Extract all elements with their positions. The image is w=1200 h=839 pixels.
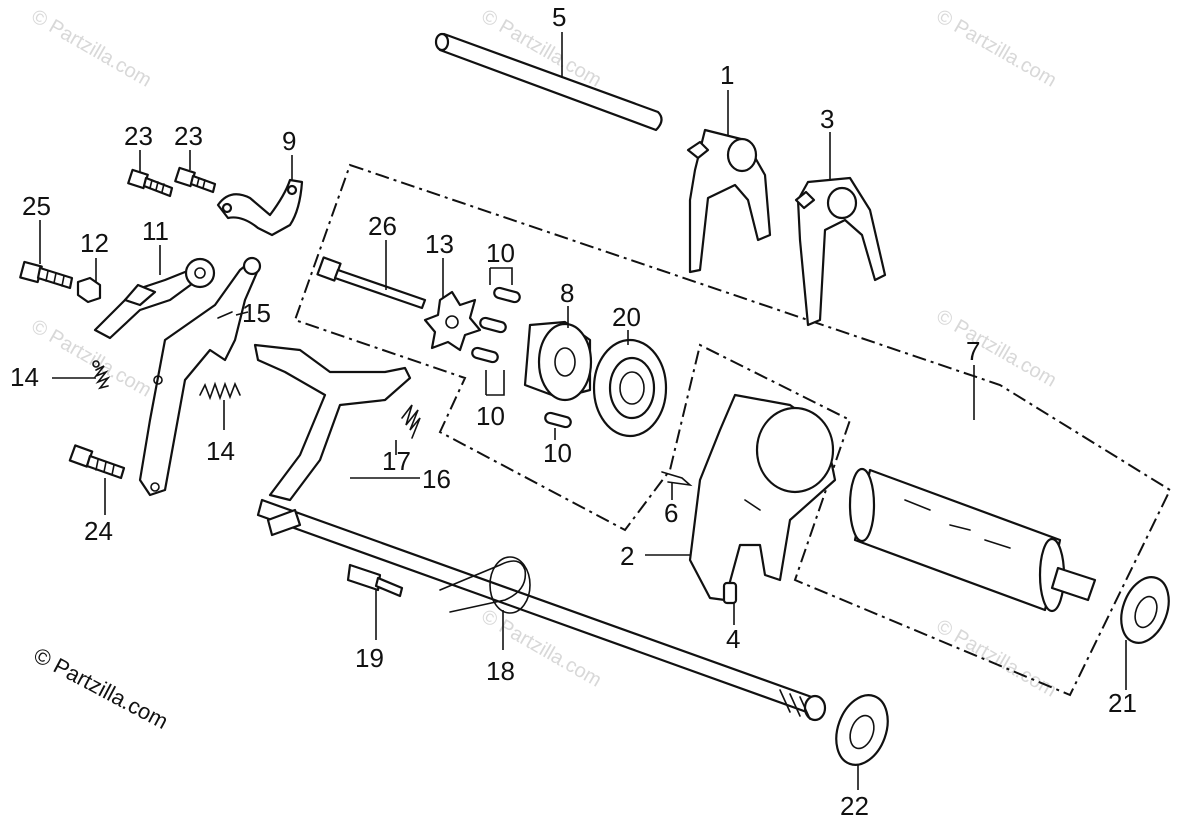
oil-seal-22	[835, 694, 889, 766]
label-9: 9	[282, 126, 296, 156]
part-labels: 5 1 3 9 23 23 25 12 11 26 13 10 8 20 15 …	[10, 2, 1137, 821]
fork-shaft	[434, 32, 663, 132]
label-10c: 10	[543, 438, 572, 468]
label-23a: 23	[124, 121, 153, 151]
bolt-23b	[174, 166, 217, 194]
label-1: 1	[720, 60, 734, 90]
dowel-4	[722, 581, 738, 605]
assembly-boundary	[293, 163, 1172, 697]
leader-lines	[39, 32, 1127, 790]
watermark: © Partzilla.com	[28, 5, 156, 91]
watermark: © Partzilla.com	[933, 615, 1061, 701]
spring-14a	[92, 360, 111, 390]
label-19: 19	[355, 643, 384, 673]
label-22: 22	[840, 791, 869, 821]
drum-center	[523, 320, 593, 402]
label-15: 15	[242, 298, 271, 328]
label-11: 11	[142, 216, 169, 246]
label-13: 13	[425, 229, 454, 259]
label-26: 26	[368, 211, 397, 241]
label-7: 7	[966, 336, 980, 366]
watermark: © Partzilla.com	[28, 315, 156, 401]
gearshift-spindle	[253, 343, 827, 722]
label-12: 12	[80, 228, 109, 258]
label-2: 2	[620, 541, 634, 571]
drum-stopper-plate	[423, 290, 482, 352]
label-14a: 14	[10, 362, 39, 392]
bolt-24	[68, 444, 126, 480]
label-14b: 14	[206, 436, 235, 466]
label-3: 3	[820, 104, 834, 134]
shift-fork-1	[686, 128, 772, 274]
spring-17	[401, 404, 421, 439]
label-5: 5	[552, 2, 566, 32]
label-10a: 10	[486, 238, 515, 268]
label-10b: 10	[476, 401, 505, 431]
label-17: 17	[382, 446, 411, 476]
bolt-26	[316, 256, 427, 310]
label-18: 18	[486, 656, 515, 686]
bolt-23a	[127, 168, 174, 198]
oil-seal-21	[1120, 576, 1170, 644]
label-25: 25	[22, 191, 51, 221]
label-6: 6	[664, 498, 678, 528]
shift-fork-2	[688, 393, 837, 602]
label-24: 24	[84, 516, 113, 546]
pins-10	[471, 286, 572, 429]
label-8: 8	[560, 278, 574, 308]
label-4: 4	[726, 624, 740, 654]
guide-plate	[216, 178, 304, 237]
label-23b: 23	[174, 121, 203, 151]
shift-drum	[848, 467, 1097, 613]
watermark: © Partzilla.com	[933, 305, 1061, 391]
copyright-text: © Partzilla.com	[30, 642, 173, 734]
shift-arm	[138, 256, 262, 497]
return-spring-18	[439, 556, 531, 614]
stopper-pin-19	[346, 563, 404, 598]
bearing-20	[592, 338, 668, 438]
watermark: © Partzilla.com	[933, 5, 1061, 91]
label-20: 20	[612, 302, 641, 332]
spring-14b	[199, 381, 241, 401]
clip-6	[661, 471, 693, 487]
stopper-arm	[93, 257, 216, 340]
shift-fork-3	[794, 176, 887, 327]
bolt-25	[19, 260, 74, 290]
label-21: 21	[1108, 688, 1137, 718]
nut-12	[76, 276, 102, 304]
label-16: 16	[422, 464, 451, 494]
